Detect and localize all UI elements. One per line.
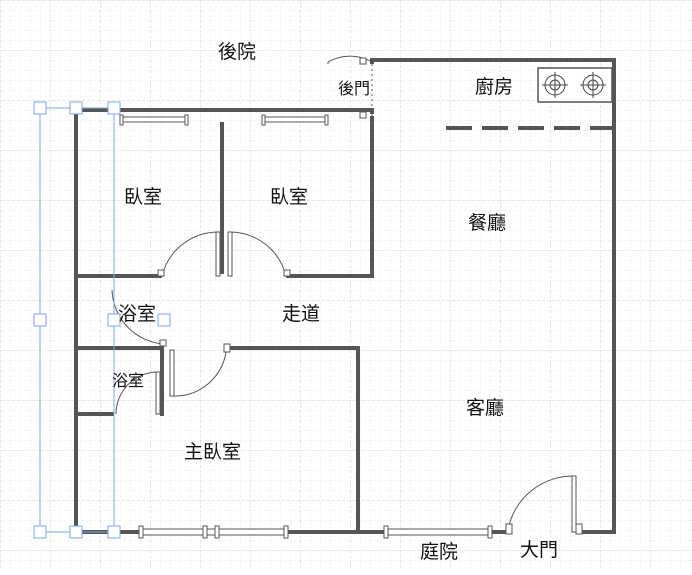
label-main-door: 大門 [520,539,558,561]
label-bedroom-1: 臥室 [124,186,162,208]
door-master-bedroom [173,351,227,397]
door-main [507,475,575,531]
resize-handle[interactable] [33,525,47,539]
label-living-room: 客廳 [466,397,504,419]
window-master-bedroom [139,528,289,536]
label-master-bedroom: 主臥室 [184,441,241,463]
door-bedroom-2 [229,231,287,277]
resize-handle[interactable] [107,101,121,115]
resize-handle[interactable] [107,313,121,327]
window-courtyard [385,528,493,536]
label-courtyard: 庭院 [420,541,458,563]
resize-handle[interactable] [69,101,83,115]
windows [119,114,493,539]
room-labels: 後院 後門 廚房 臥室 臥室 餐廳 浴室 走道 浴室 客廳 主臥室 庭院 大門 [112,41,558,563]
door-bathroom-1 [111,289,165,345]
label-kitchen: 廚房 [475,75,513,98]
resize-handle[interactable] [69,525,83,539]
door-bedroom-1 [161,231,219,277]
resize-handle[interactable] [107,525,121,539]
resize-handle[interactable] [33,313,47,327]
label-corridor: 走道 [282,303,320,325]
selection-box[interactable] [33,101,171,539]
label-backyard: 後院 [218,41,256,63]
window-bedroom-1 [119,116,189,123]
doors [111,55,583,535]
door-back [327,55,373,63]
stove-burner-icon [542,72,568,98]
door-bathroom-2 [115,371,159,415]
label-bathroom-1: 浴室 [118,303,156,325]
resize-handle[interactable] [157,313,171,327]
label-dining-room: 餐廳 [468,212,506,234]
stove-burner-icon [580,72,606,98]
label-back-door: 後門 [338,79,370,98]
stove [537,67,613,103]
label-bathroom-2: 浴室 [112,371,144,390]
resize-handle[interactable] [33,101,47,115]
label-bedroom-2: 臥室 [270,186,308,208]
window-bedroom-2 [261,116,329,123]
